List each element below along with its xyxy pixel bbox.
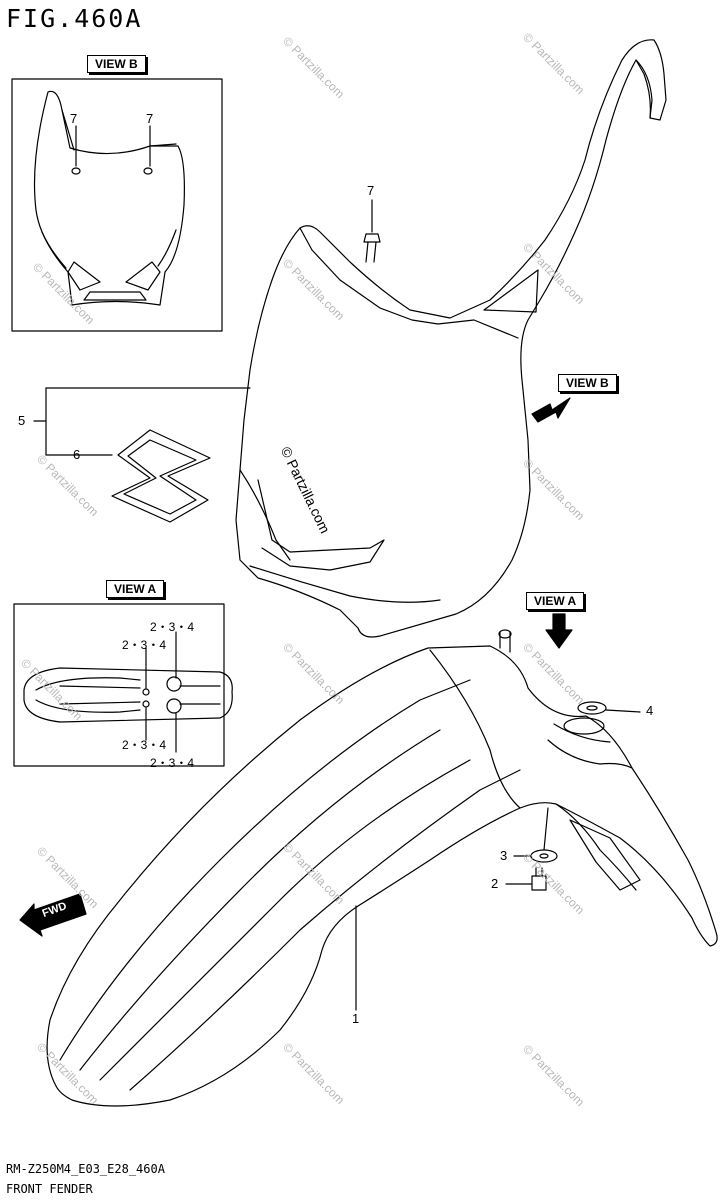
view-a-label: VIEW A [106, 580, 165, 598]
view-b-label: VIEW B [87, 55, 146, 73]
callout-part-7: 7 [367, 183, 375, 198]
bolt-part-7 [363, 199, 381, 263]
front-fender-part-1 [46, 629, 718, 1107]
callout-part-4: 4 [646, 703, 654, 718]
callout-part-5: 5 [18, 413, 26, 428]
callout-part-3: 3 [500, 848, 508, 863]
callout-view-b-7-left: 7 [70, 111, 78, 126]
callout-view-a-top-left: 2・3・4 [122, 638, 167, 652]
callout-part-6: 6 [73, 447, 81, 462]
callout-bracket-5-6 [33, 387, 251, 456]
view-a-inset-frame [13, 603, 225, 767]
number-plate-part-5 [235, 39, 667, 638]
callout-view-a-bottom-right: 2・3・4 [150, 756, 195, 770]
washer-part-3 [513, 807, 558, 863]
callout-part-2: 2 [491, 876, 499, 891]
callout-view-a-bottom-left: 2・3・4 [122, 738, 167, 752]
callout-view-b-7-right: 7 [146, 111, 154, 126]
figure-title: FIG.460A [6, 4, 143, 33]
bolt-part-2 [505, 867, 547, 891]
view-b-number-plate [33, 90, 185, 306]
view-b-label-main: VIEW B [558, 374, 617, 392]
emblem-decal-part-6 [111, 429, 211, 523]
callout-view-a-top-right: 2・3・4 [150, 620, 195, 634]
washer-part-4 [563, 701, 641, 735]
diagram-name: FRONT FENDER [6, 1182, 93, 1196]
view-b-inset-frame [11, 78, 223, 332]
callout-part-1: 1 [352, 1011, 360, 1026]
view-a-label-main: VIEW A [526, 592, 585, 610]
view-a-fender-top [23, 631, 233, 753]
view-b-arrow-icon [531, 397, 571, 423]
view-a-arrow-icon [545, 613, 573, 649]
fwd-arrow-icon [19, 893, 87, 937]
diagram-code: RM-Z250M4_E03_E28_460A [6, 1162, 165, 1176]
